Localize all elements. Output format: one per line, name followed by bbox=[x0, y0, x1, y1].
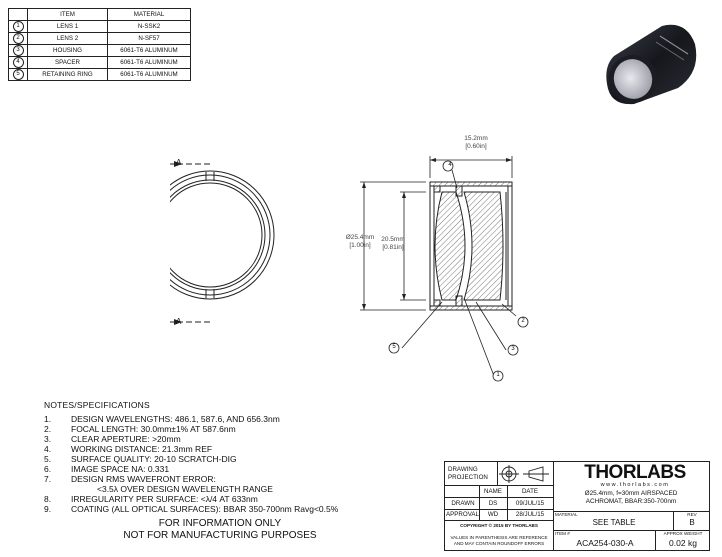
rev-label: REV bbox=[687, 512, 697, 517]
material-value: SEE TABLE bbox=[592, 518, 636, 527]
projection-symbol-icon bbox=[499, 465, 549, 483]
bom-material: 6061-T6 ALUMINUM bbox=[107, 56, 191, 69]
bom-header-row: ITEM MATERIAL bbox=[8, 8, 191, 21]
dim-length: 15.2mm [0.60in] bbox=[464, 135, 488, 150]
note-item: 1.DESIGN WAVELENGTHS: 486.1, 587.6, AND … bbox=[44, 414, 280, 424]
section-label-bottom: A bbox=[176, 317, 182, 326]
balloon-1 bbox=[492, 370, 504, 382]
drawn-label: DRAWN bbox=[451, 500, 475, 507]
material-label: MATERIAL bbox=[555, 512, 578, 517]
values-note: VALUES IN PARENTHESIS ARE REFERENCE AND … bbox=[450, 535, 548, 546]
balloon-label-5: 5 bbox=[392, 344, 396, 350]
bom-balloon: 4 bbox=[12, 57, 24, 68]
bom-material: 6061-T6 ALUMINUM bbox=[107, 68, 191, 81]
bom-material: N-SSK2 bbox=[107, 20, 191, 33]
item-label: ITEM # bbox=[555, 531, 570, 536]
balloon-label-2: 2 bbox=[521, 318, 525, 324]
note-item: <3.5λ OVER DESIGN WAVELENGTH RANGE bbox=[97, 484, 273, 494]
balloon-2 bbox=[517, 316, 529, 328]
notes-list: 1.DESIGN WAVELENGTHS: 486.1, 587.6, AND … bbox=[44, 414, 338, 514]
bom-material: N-SF57 bbox=[107, 32, 191, 45]
approval-date: 28/JUL/15 bbox=[515, 511, 545, 518]
copyright: COPYRIGHT © 2015 BY THORLABS bbox=[460, 523, 538, 528]
drawn-name: DS bbox=[488, 500, 498, 507]
drawing-projection-label: DRAWING PROJECTION bbox=[448, 466, 488, 481]
bom-item: HOUSING bbox=[27, 44, 108, 57]
note-item: 4.WORKING DISTANCE: 21.3mm REF bbox=[44, 444, 213, 454]
bom-row: 5 RETAINING RING 6061-T6 ALUMINUM bbox=[8, 68, 191, 81]
notes-title: NOTES/SPECIFICATIONS bbox=[44, 400, 150, 410]
note-item: 3.CLEAR APERTURE: >20mm bbox=[44, 434, 181, 444]
balloon-label-4: 4 bbox=[448, 162, 452, 168]
bom-row: 1 LENS 1 N-SSK2 bbox=[8, 20, 191, 33]
front-view bbox=[170, 161, 275, 325]
approval-name: WD bbox=[487, 511, 499, 518]
bom-header-item: ITEM bbox=[27, 8, 108, 21]
note-item: 6.IMAGE SPACE NA: 0.331 bbox=[44, 464, 170, 474]
bom-row: 4 SPACER 6061-T6 ALUMINUM bbox=[8, 56, 191, 69]
disclaimer: FOR INFORMATION ONLY NOT FOR MANUFACTURI… bbox=[123, 518, 317, 541]
weight-label: APPROX WEIGHT bbox=[663, 531, 703, 536]
drawn-date: 09/JUL/15 bbox=[515, 500, 545, 507]
balloon-5 bbox=[388, 342, 400, 354]
product-render-image bbox=[606, 24, 697, 105]
balloon-label-1: 1 bbox=[496, 372, 500, 378]
balloon-label-3: 3 bbox=[511, 346, 515, 352]
name-header: NAME bbox=[484, 488, 502, 495]
date-header: DATE bbox=[521, 488, 539, 495]
rev-value: B bbox=[689, 518, 695, 527]
note-item: 8.IRREGULARITY PER SURFACE: <λ/4 AT 633n… bbox=[44, 494, 258, 504]
bom-item: RETAINING RING bbox=[27, 68, 108, 81]
note-item: 9.COATING (ALL OPTICAL SURFACES): BBAR 3… bbox=[44, 504, 339, 514]
bom-balloon: 2 bbox=[12, 33, 24, 44]
note-item: 7.DESIGN RMS WAVEFRONT ERROR: bbox=[44, 474, 216, 484]
dim-aperture: 20.5mm [0.81in] bbox=[381, 236, 405, 251]
section-label-top: A bbox=[176, 158, 182, 167]
bom-item: SPACER bbox=[27, 56, 108, 69]
bom-row: 3 HOUSING 6061-T6 ALUMINUM bbox=[8, 44, 191, 57]
balloon-4 bbox=[442, 160, 454, 172]
bom-material: 6061-T6 ALUMINUM bbox=[107, 44, 191, 57]
balloon-3 bbox=[507, 344, 519, 356]
bom-item: LENS 2 bbox=[27, 32, 108, 45]
note-item: 2.FOCAL LENGTH: 30.0mm±1% AT 587.6nm bbox=[44, 424, 236, 434]
part-description: Ø25.4mm, f=30mm AIRSPACED ACHROMAT, BBAR… bbox=[584, 490, 678, 505]
bom-item: LENS 1 bbox=[27, 20, 108, 33]
website: www.thorlabs.com bbox=[600, 482, 670, 488]
approval-label: APPROVAL bbox=[446, 511, 479, 518]
bom-balloon: 5 bbox=[12, 69, 24, 80]
bom-row: 2 LENS 2 N-SF57 bbox=[8, 32, 191, 45]
item-number: ACA254-030-A bbox=[576, 538, 634, 548]
note-item: 5.SURFACE QUALITY: 20-10 SCRATCH-DIG bbox=[44, 454, 237, 464]
weight-value: 0.02 kg bbox=[669, 538, 697, 548]
thorlabs-logo: THORLABS bbox=[584, 462, 686, 483]
dim-outer-diameter: Ø25.4mm [1.00in] bbox=[345, 234, 375, 249]
bom-balloon: 3 bbox=[12, 45, 24, 56]
bom-header-material: MATERIAL bbox=[107, 8, 191, 21]
bom-balloon: 1 bbox=[12, 21, 24, 32]
section-view bbox=[360, 156, 529, 382]
title-block: DRAWING PROJECTION NAME DATE DRAWN DS 09… bbox=[444, 461, 710, 551]
bom-table: ITEM MATERIAL 1 LENS 1 N-SSK2 2 LENS 2 N… bbox=[8, 8, 191, 81]
